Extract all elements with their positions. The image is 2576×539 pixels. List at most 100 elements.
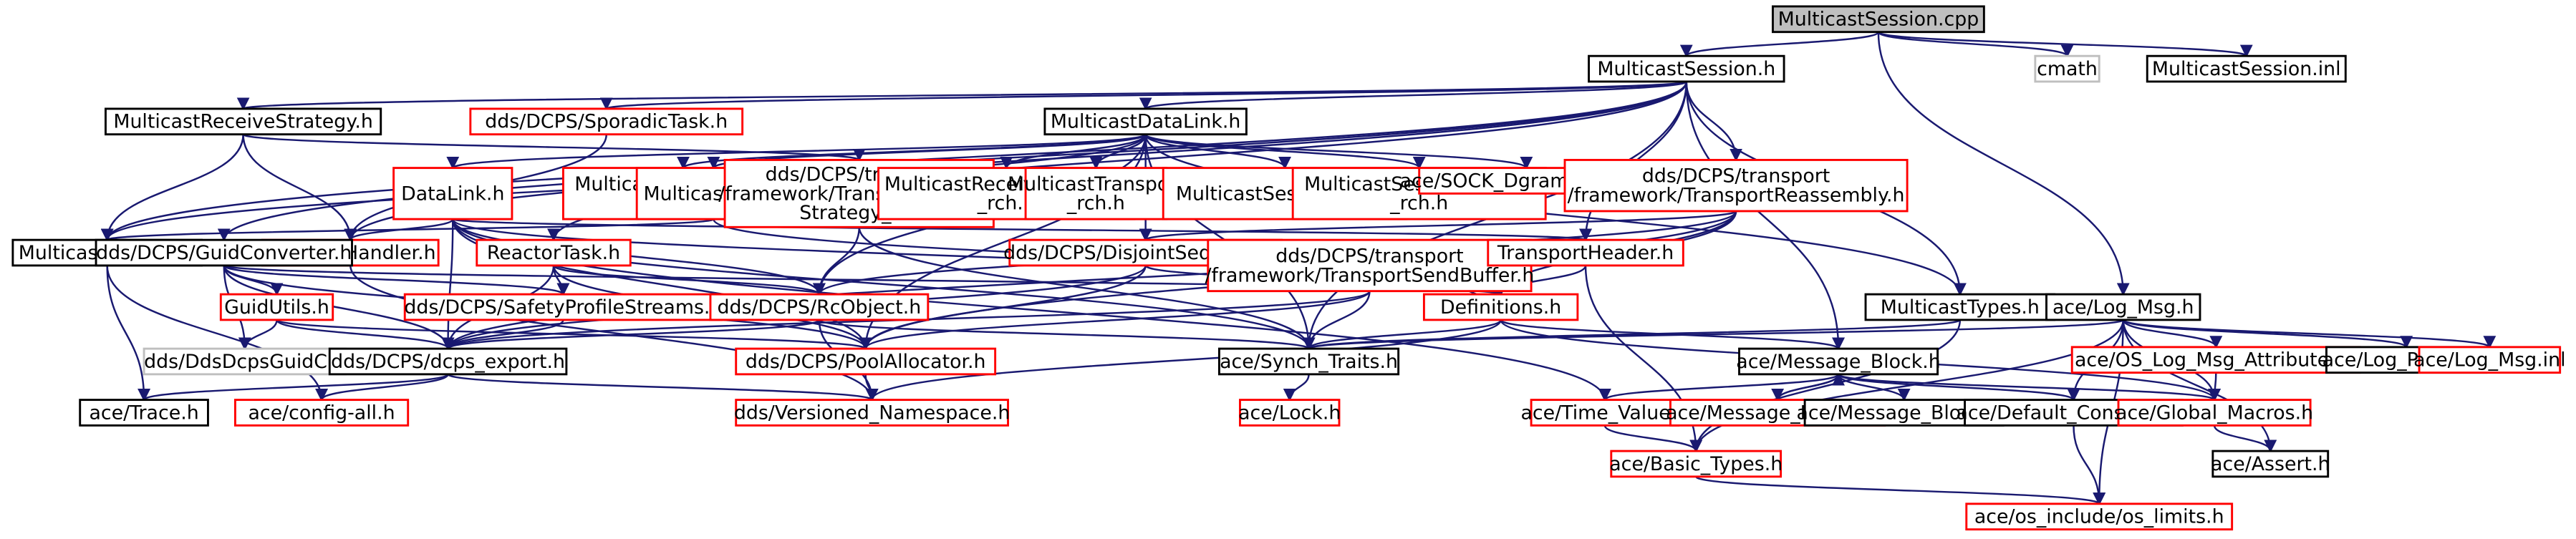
node-logmsginl[interactable]: ace/Log_Msg.inl [2413, 346, 2566, 374]
node-box-trace [79, 399, 209, 427]
edge-globmac-to-assert [2213, 424, 2277, 453]
edge-root-to-logmsg [1877, 31, 2130, 296]
edge-mdl_h-to-mtrans_rch [1089, 134, 1147, 170]
node-timevalue[interactable]: ace/Time_Value.h [1521, 399, 1689, 427]
node-reactor[interactable]: ReactorTask.h [476, 238, 632, 267]
node-box-ms_inl [2146, 54, 2347, 83]
edge-defs-to-vns [865, 319, 1502, 402]
edge-mexport-to-configall [106, 265, 328, 402]
node-box-rcobject [709, 293, 930, 321]
node-theader[interactable]: TransportHeader.h [1487, 238, 1684, 267]
node-synch[interactable]: ace/Synch_Traits.h [1217, 347, 1400, 376]
node-guidc[interactable]: dds/DdsDcpsGuidC.h [143, 347, 347, 376]
node-guidutils[interactable]: GuidUtils.h [219, 293, 334, 321]
node-trace[interactable]: ace/Trace.h [79, 399, 209, 427]
edge-datalink-to-rcobject [452, 218, 826, 296]
node-vns[interactable]: dds/Versioned_Namespace.h [734, 399, 1010, 427]
edge-guidconv-to-safety [223, 264, 569, 296]
node-box-logmsginl [2418, 346, 2562, 374]
node-box-defs [1422, 293, 1579, 321]
node-box-guidutils [219, 293, 334, 321]
node-box-mtrans_rch [1024, 167, 1168, 220]
node-datalink[interactable]: DataLink.h [392, 167, 513, 220]
node-globmac[interactable]: ace/Global_Macros.h [2116, 399, 2313, 427]
edge-datalink-to-theader [452, 218, 1591, 242]
node-box-assert [2211, 450, 2330, 478]
node-label-ms_inl: MulticastSession.inl [2152, 58, 2341, 80]
node-box-poolalloc [735, 347, 997, 376]
node-label-guidc: dds/DdsDcpsGuidC.h [144, 351, 345, 373]
node-tsb[interactable]: dds/DCPS/transport/framework/TransportSe… [1205, 238, 1534, 293]
node-tra[interactable]: dds/DCPS/transport/framework/TransportRe… [1563, 158, 1909, 213]
node-mdl_h[interactable]: MulticastDataLink.h [1043, 107, 1248, 136]
node-mtypes[interactable]: MulticastTypes.h [1864, 293, 2056, 321]
node-label-root: MulticastSession.cpp [1778, 9, 1979, 31]
edge-dcpsexp-to-trace [138, 373, 449, 402]
node-label-mrs_h: MulticastReceiveStrategy.h [113, 111, 373, 133]
edge-dcpsexp-to-configall [315, 374, 449, 402]
node-label-lock: ace/Lock.h [1238, 402, 1341, 424]
edge-mrs_h-to-mexport [100, 134, 244, 242]
node-box-mrs_h [105, 107, 382, 136]
node-msgblock[interactable]: ace/Message_Block.h [1736, 347, 1941, 376]
node-mtrans_rch[interactable]: MulticastTransport_rch.h [1008, 167, 1185, 220]
edge-trs_t-to-synch [858, 227, 1316, 351]
node-label-dcpsexp: dds/DCPS/dcps_export.h [331, 351, 565, 373]
node-box-reactor [476, 238, 632, 267]
node-assert[interactable]: ace/Assert.h [2211, 450, 2330, 478]
node-cmath[interactable]: cmath [2034, 54, 2100, 83]
edge-ms_h-to-tra [1685, 81, 1742, 162]
node-mrs_h[interactable]: MulticastReceiveStrategy.h [105, 107, 382, 136]
node-rcobject[interactable]: dds/DCPS/RcObject.h [709, 293, 930, 321]
edge-mbt-to-msgblock [1776, 372, 1845, 401]
node-label-msf_rch: _rch.h [1389, 193, 1448, 215]
node-ms_inl[interactable]: MulticastSession.inl [2146, 54, 2347, 83]
edge-rcobject-to-synch [818, 319, 1315, 351]
node-basictypes[interactable]: ace/Basic_Types.h [1609, 450, 1783, 478]
node-label-reactor: ReactorTask.h [487, 242, 620, 264]
edge-minst-to-mexport [101, 218, 715, 242]
node-label-tra: /framework/TransportReassembly.h [1568, 185, 1905, 207]
edge-guidconv-to-dcpsexp [223, 265, 455, 351]
edge-logmsg-to-basictypes [1689, 319, 2124, 453]
node-label-assert: ace/Assert.h [2211, 453, 2330, 475]
node-ms_h[interactable]: MulticastSession.h [1588, 54, 1785, 83]
node-label-ms_h: MulticastSession.h [1597, 58, 1775, 80]
edge-logmsg-to-oslmattr [2122, 319, 2223, 349]
node-dcpsexp[interactable]: dds/DCPS/dcps_export.h [328, 347, 568, 376]
node-label-configall: ace/config-all.h [248, 402, 395, 424]
node-box-oslimits [1965, 502, 2234, 531]
edge-msgblock-to-timevalue [1598, 373, 1840, 402]
node-label-guidconv: dds/DCPS/GuidConverter.h [96, 242, 352, 264]
node-logmsg[interactable]: ace/Log_Msg.h [2045, 293, 2201, 321]
node-guidconv[interactable]: dds/DCPS/GuidConverter.h [95, 238, 353, 267]
edge-mexport-to-trace [106, 265, 151, 402]
node-lock[interactable]: ace/Lock.h [1238, 399, 1341, 427]
edge-basictypes-to-oslimits [1694, 475, 2105, 506]
node-label-timevalue: ace/Time_Value.h [1521, 402, 1689, 424]
node-root[interactable]: MulticastSession.cpp [1771, 5, 1985, 34]
node-box-mtypes [1864, 293, 2056, 321]
node-box-safety [403, 293, 723, 321]
node-safety[interactable]: dds/DCPS/SafetyProfileStreams.h [403, 293, 723, 321]
edge-defs-to-synch [1302, 319, 1502, 351]
node-label-safety: dds/DCPS/SafetyProfileStreams.h [404, 296, 722, 319]
node-oslimits[interactable]: ace/os_include/os_limits.h [1965, 502, 2234, 531]
node-box-basictypes [1610, 450, 1783, 478]
node-label-sporadic: dds/DCPS/SporadicTask.h [485, 111, 728, 133]
edge-root-to-ms_h [1680, 31, 1880, 58]
edge-synch-to-lock [1283, 374, 1310, 402]
node-label-mtrans_rch: _rch.h [1066, 193, 1125, 215]
edge-tra-to-disjoint [1139, 210, 1737, 242]
edge-mdl_h-to-mtypes [1144, 134, 1967, 296]
node-sporadic[interactable]: dds/DCPS/SporadicTask.h [469, 107, 744, 136]
node-oslmattr[interactable]: ace/OS_Log_Msg_Attributes.h [2070, 346, 2361, 374]
node-label-vns: dds/Versioned_Namespace.h [734, 402, 1010, 424]
node-box-datalink [392, 167, 513, 220]
edge-ms_h-to-mrs_h [238, 80, 1688, 111]
node-configall[interactable]: ace/config-all.h [233, 399, 410, 427]
node-label-theader: TransportHeader.h [1497, 242, 1674, 264]
node-label-datalink: DataLink.h [401, 183, 504, 205]
node-defs[interactable]: Definitions.h [1422, 293, 1579, 321]
node-poolalloc[interactable]: dds/DCPS/PoolAllocator.h [735, 347, 997, 376]
